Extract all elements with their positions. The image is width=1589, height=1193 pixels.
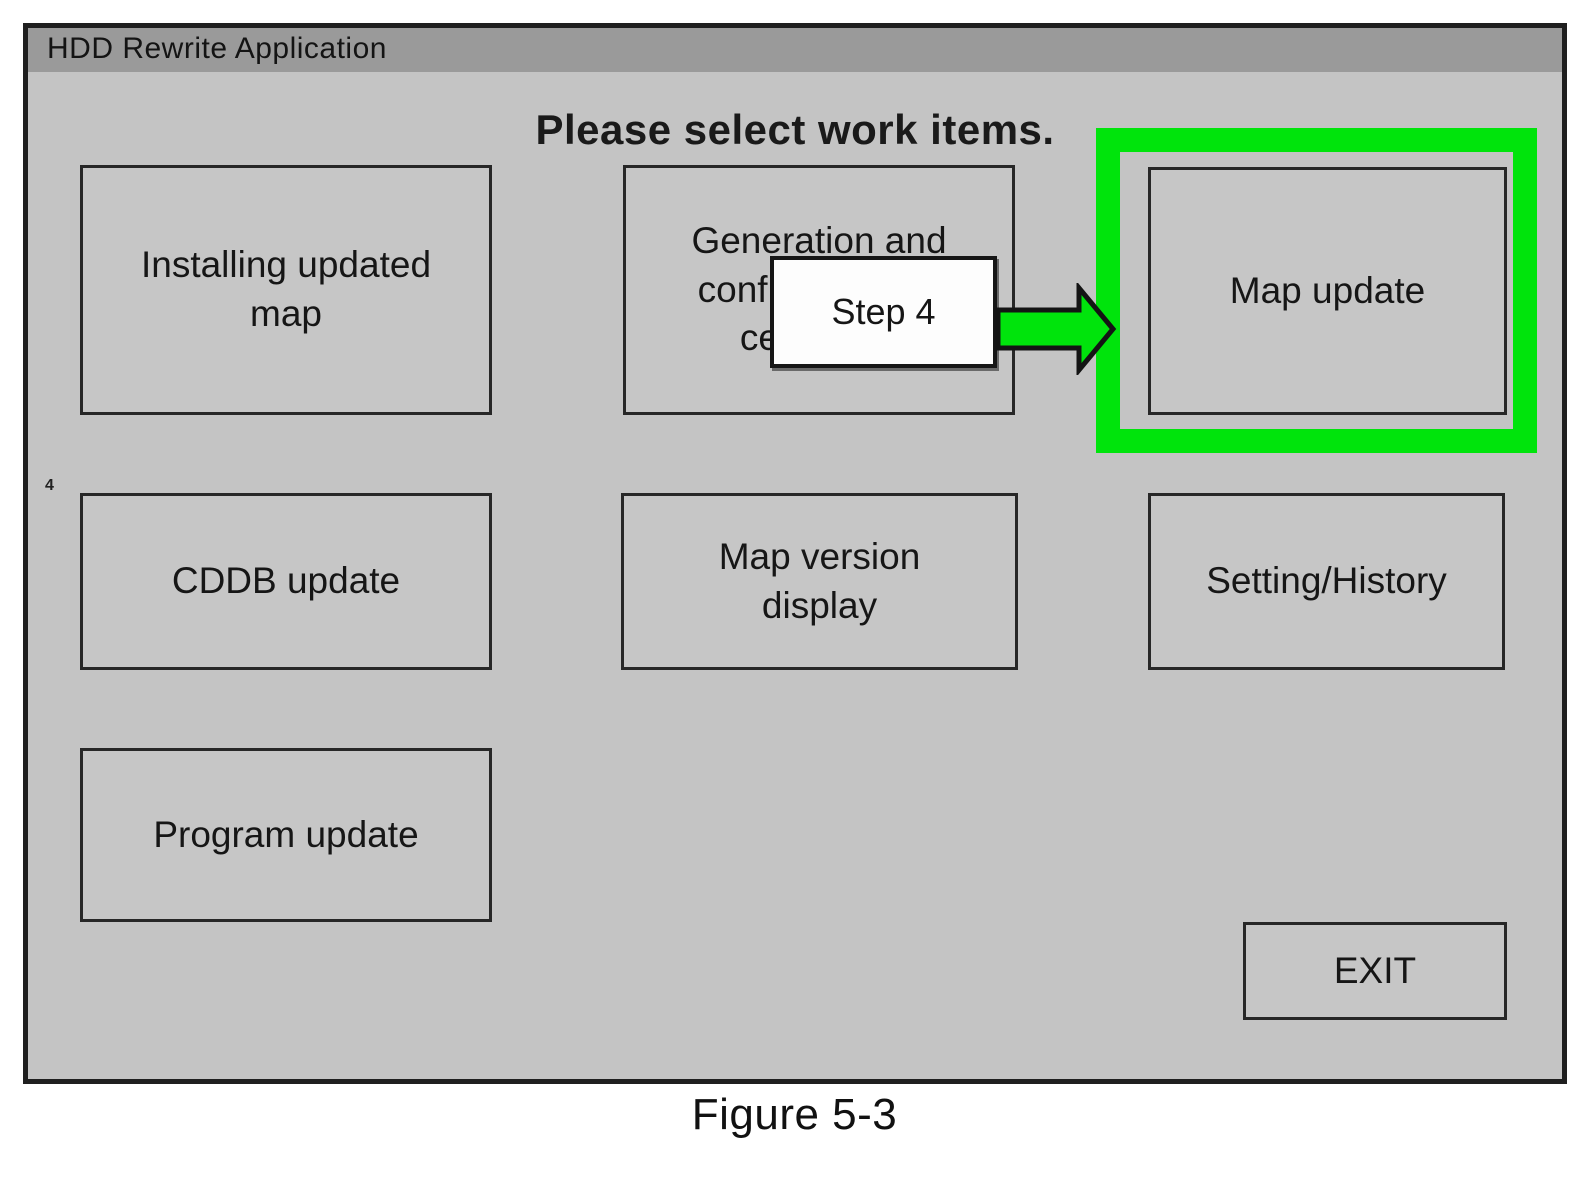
program-update-button[interactable]: Program update bbox=[80, 748, 492, 922]
step-4-callout: Step 4 bbox=[770, 256, 997, 368]
prompt-heading: Please select work items. bbox=[535, 106, 1055, 153]
button-label-line: Map update bbox=[1229, 269, 1426, 311]
button-label-line: EXIT bbox=[1333, 949, 1417, 991]
button-label-line: Program update bbox=[153, 813, 419, 855]
exit-button[interactable]: EXIT bbox=[1243, 922, 1507, 1020]
button-label-line: Installing updated bbox=[140, 244, 432, 286]
hdd-rewrite-window: HDD Rewrite Application Please select wo… bbox=[23, 23, 1567, 1084]
button-label-line: map bbox=[250, 293, 322, 334]
figure-caption: Figure 5-3 bbox=[691, 1090, 898, 1139]
window-title: HDD Rewrite Application bbox=[47, 32, 387, 65]
map-version-display-button[interactable]: Map version display bbox=[621, 493, 1018, 670]
step-4-label: Step 4 bbox=[831, 291, 936, 332]
map-update-button[interactable]: Map update bbox=[1148, 167, 1507, 415]
button-label-line: display bbox=[761, 584, 878, 626]
window-titlebar: HDD Rewrite Application bbox=[28, 28, 1562, 72]
button-label-line: Map version bbox=[718, 535, 921, 577]
cddb-update-button[interactable]: CDDB update bbox=[80, 493, 492, 670]
setting-history-button[interactable]: Setting/History bbox=[1148, 493, 1505, 670]
button-label-line: CDDB update bbox=[171, 560, 401, 602]
arrow-right-icon bbox=[995, 283, 1117, 375]
installing-updated-map-button[interactable]: Installing updated map bbox=[80, 165, 492, 415]
button-label-line: Generation and bbox=[691, 219, 947, 261]
button-label-line: Setting/History bbox=[1206, 560, 1447, 602]
page-number-artifact: 4 bbox=[45, 477, 54, 494]
